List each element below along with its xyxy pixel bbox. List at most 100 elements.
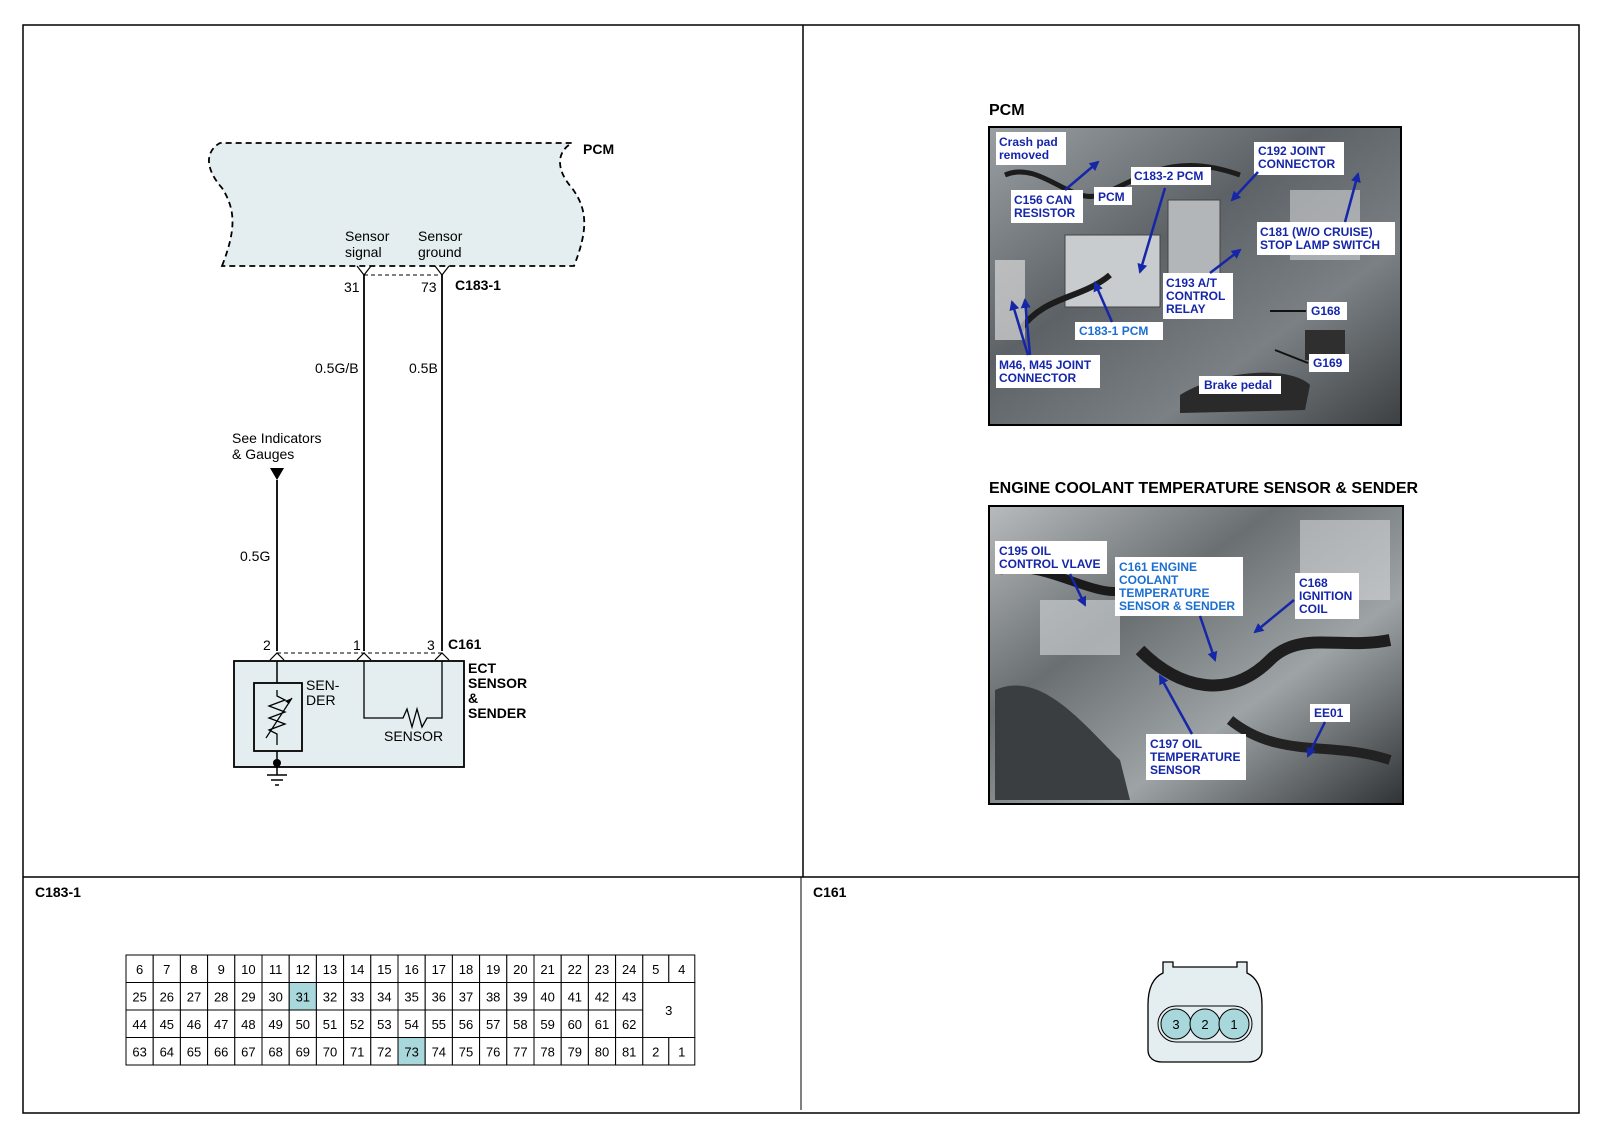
c183-pin-59: 59 — [540, 1017, 554, 1032]
c183-pin-46: 46 — [187, 1017, 201, 1032]
c183-pin-1: 1 — [678, 1044, 685, 1059]
callout-c193-1: C193 A/T — [1166, 276, 1218, 290]
indicator-ref-1: See Indicators — [232, 430, 322, 446]
c183-pin-73-cell — [397, 1037, 426, 1066]
c183-pin-9: 9 — [218, 962, 225, 977]
callout-c197-2: TEMPERATURE — [1150, 750, 1240, 764]
thermistor-icon — [267, 690, 287, 745]
callout-c195-1: C195 OIL — [999, 544, 1051, 558]
c183-pin-54: 54 — [404, 1017, 418, 1032]
connector-c183-title: C183-1 — [35, 884, 81, 900]
c183-pin-6: 6 — [136, 962, 143, 977]
c183-pin-27-cell — [179, 982, 209, 1011]
c183-pin-74-cell — [424, 1037, 453, 1066]
c183-pin-15: 15 — [377, 962, 391, 977]
callout-m46-2: CONNECTOR — [999, 371, 1076, 385]
c183-pin-43: 43 — [622, 989, 636, 1004]
ect-photo-title: ENGINE COOLANT TEMPERATURE SENSOR & SEND… — [989, 480, 1419, 497]
c183-pin-27: 27 — [187, 989, 201, 1004]
c183-pin-60-cell — [560, 1009, 589, 1038]
c183-pin-68-cell — [261, 1037, 290, 1066]
c183-pin-81: 81 — [622, 1044, 636, 1059]
c161-pin-1-chevron — [356, 652, 372, 661]
c183-pin-67: 67 — [241, 1044, 255, 1059]
c183-pin-28-cell — [207, 982, 236, 1011]
callout-c156-2: RESISTOR — [1014, 206, 1075, 220]
callout-g169: G169 — [1313, 356, 1343, 370]
c183-pin-80: 80 — [595, 1044, 609, 1059]
sensor-label: SENSOR — [384, 728, 443, 744]
c183-pin-37: 37 — [459, 989, 473, 1004]
c183-pin-10: 10 — [241, 962, 255, 977]
c183-pin-50: 50 — [296, 1017, 310, 1032]
c183-pin-30: 30 — [268, 989, 282, 1004]
c183-pin-77-cell — [506, 1037, 535, 1066]
callout-g168: G168 — [1311, 304, 1341, 318]
c183-pin-42: 42 — [595, 989, 609, 1004]
callout-c156-1: C156 CAN — [1014, 193, 1072, 207]
c183-pin-1-cell — [668, 1037, 696, 1066]
c183-pin-31: 31 — [296, 989, 310, 1004]
c183-pin-70: 70 — [323, 1044, 337, 1059]
c183-pin-25: 25 — [132, 989, 146, 1004]
callout-c161-4: SENSOR & SENDER — [1119, 599, 1235, 613]
page-frame — [22, 24, 1580, 1114]
c161-pin-1-label: 1 — [1230, 1017, 1237, 1032]
callout-c168-2: IGNITION — [1299, 589, 1352, 603]
sensor-signal-label-2: signal — [345, 244, 382, 260]
c183-pin-48: 48 — [241, 1017, 255, 1032]
ground-icon — [267, 774, 287, 786]
c183-pin-36: 36 — [432, 989, 446, 1004]
c183-pin-55: 55 — [432, 1017, 446, 1032]
c183-pin-56: 56 — [459, 1017, 473, 1032]
c183-pin-17: 17 — [432, 962, 446, 977]
c183-pin-18-cell — [451, 954, 481, 983]
sensor-signal-label-1: Sensor — [345, 228, 390, 244]
c183-pin-21-cell — [533, 954, 562, 983]
c183-pin-18: 18 — [459, 962, 473, 977]
wiring-schematic: PCM Sensor signal Sensor ground 31 73 C1… — [208, 141, 614, 786]
c183-pin-36-cell — [424, 982, 453, 1011]
c183-pin-67-cell — [234, 1037, 263, 1066]
c183-pin-28: 28 — [214, 989, 228, 1004]
c183-pin-12: 12 — [296, 962, 310, 977]
c183-pin-20-cell — [506, 954, 535, 983]
callout-c195-2: CONTROL VLAVE — [999, 557, 1101, 571]
callout-m46-1: M46, M45 JOINT — [999, 358, 1092, 372]
c183-pin-29: 29 — [241, 989, 255, 1004]
c183-pin-66: 66 — [214, 1044, 228, 1059]
callout-c197-3: SENSOR — [1150, 763, 1201, 777]
sender-element — [253, 682, 303, 752]
callout-c197-1: C197 OIL — [1150, 737, 1202, 751]
c183-pin-71: 71 — [350, 1044, 364, 1059]
c161-pin-3: 3 — [427, 637, 435, 653]
c183-pin-3-cell — [642, 982, 696, 1038]
c183-pin-63: 63 — [132, 1044, 146, 1059]
c183-pin-8: 8 — [190, 962, 197, 977]
c183-pin-11: 11 — [269, 962, 283, 977]
c183-pin-3: 3 — [665, 1003, 672, 1018]
c183-pin-77: 77 — [513, 1044, 527, 1059]
connector-c161-title: C161 — [813, 884, 847, 900]
callout-crash-pad-1: Crash pad — [999, 135, 1058, 149]
pcm-pin-73-chevron — [434, 265, 450, 276]
callout-ee01: EE01 — [1314, 706, 1344, 720]
c183-pin-38-cell — [479, 982, 508, 1011]
c183-pin-73: 73 — [404, 1044, 418, 1059]
c183-pin-70-cell — [315, 1037, 345, 1066]
callout-c161-1: C161 ENGINE — [1119, 560, 1197, 574]
sender-label-2: DER — [306, 692, 336, 708]
c183-pin-65-cell — [179, 1037, 209, 1066]
pcm-photo-callouts: Crash pad removed C156 CAN RESISTOR PCM … — [996, 132, 1395, 394]
c183-pin-5-cell — [642, 954, 670, 983]
sender-label-1: SEN- — [306, 677, 340, 693]
c183-pin-66-cell — [207, 1037, 236, 1066]
connector-c183-label: C183-1 — [455, 277, 501, 293]
c183-pin-49: 49 — [268, 1017, 282, 1032]
c183-pin-32: 32 — [323, 989, 337, 1004]
c183-pin-34: 34 — [377, 989, 391, 1004]
ground-wire-label: 0.5B — [409, 360, 438, 376]
c183-pin-65: 65 — [187, 1044, 201, 1059]
callout-brake-pedal: Brake pedal — [1204, 378, 1272, 392]
